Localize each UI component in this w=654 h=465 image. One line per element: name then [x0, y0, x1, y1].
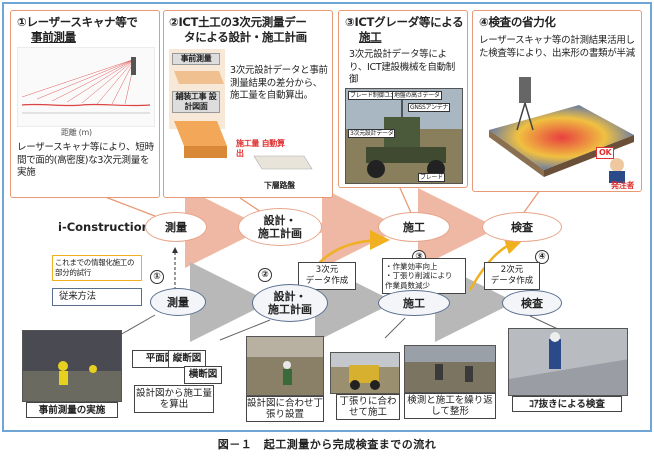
layer-shapes — [174, 71, 227, 158]
tag-survey: 事前測量 — [172, 53, 220, 65]
top-oval-construction: 施工 — [378, 212, 450, 242]
laser-scan-graph — [17, 47, 155, 127]
caption-drawings: 設計図から施工量を算出 — [134, 385, 214, 413]
bottom-oval-construction: 施工 — [378, 290, 450, 316]
callout-1-title-line1: レーザースキャナ等で — [26, 15, 138, 29]
bottom-oval-survey: 測量 — [150, 288, 206, 316]
callout-design: ②ICT土工の3次元測量デー タによる設計・施工計画 事前測量 鋪装工事 設計図… — [163, 10, 333, 198]
callout-3-text: 3次元設計データ等により、ICT建設機械を自動制御 — [349, 49, 455, 85]
client-label: 発注者 — [611, 181, 635, 190]
callout-1-text: レーザースキャナ等により、短時間で面的(高密度)な3次元測量を実施 — [17, 142, 154, 178]
tag-blade: ブレード — [418, 173, 445, 182]
graph-x-label: 距離 (m) — [61, 128, 92, 137]
caption-survey: 事前測量の実施 — [26, 402, 118, 418]
circled-number-4: ④ — [535, 250, 549, 264]
callout-3-number: ③ — [345, 15, 355, 29]
photo-survey — [22, 330, 122, 402]
note-2d-data: 2次元 データ作成 — [484, 262, 540, 290]
heatmap-illustration — [489, 77, 634, 183]
bottom-oval-design: 設計・ 施工計画 — [252, 284, 328, 322]
tag-design-drawing: 鋪装工事 設計図面 — [172, 91, 220, 113]
callout-1-number: ① — [17, 15, 27, 29]
tag-3d-data: 3次元設計データ — [348, 129, 396, 138]
lower-layer-label: 下層路盤 — [264, 181, 295, 190]
photo-construct — [330, 352, 400, 394]
legend-partial-trial: これまでの情報化施工の部分的試行 — [52, 255, 142, 281]
note-effect: ・作業効率向上 ・丁張り削減により 作業員数減少 — [382, 258, 466, 294]
callout-survey: ①レーザースキャナ等で 事前測量 距離 (m) レーザースキャナ等により、短時間… — [10, 10, 160, 198]
callout-4-number: ④ — [479, 15, 489, 29]
calc-label: 施工量 自動算出 — [236, 139, 285, 158]
callout-2-title-line2: タによる設計・施工計画 — [184, 30, 307, 44]
i-construction-label: i-Construction — [58, 220, 150, 234]
callout-4-title-line1: 検査の省力化 — [488, 15, 556, 29]
caption-construct: 丁張りに合わせて施工 — [336, 394, 400, 420]
lower-layer-shape — [253, 155, 313, 170]
caption-inspect-repeat: 検測と施工を繰り返して整形 — [404, 393, 496, 419]
caption-staking: 設計図に合わせ丁張り設置 — [246, 396, 324, 422]
tag-gnss: GNSSアンテナ — [408, 103, 451, 112]
callout-3-title-line1: ICTグレーダ等による — [354, 15, 464, 29]
top-oval-inspection: 検査 — [482, 212, 562, 242]
caption-core: ｺｱ抜きによる検査 — [512, 396, 622, 412]
callout-2-number: ② — [169, 15, 179, 29]
figure-caption: 図－１ 起工測量から完成検査までの流れ — [217, 438, 437, 451]
legend-conventional: 従来方法 — [52, 288, 142, 306]
top-oval-design: 設計・ 施工計画 — [238, 208, 322, 246]
tag-ground-data: 地盤の高さデータ — [392, 91, 442, 100]
callout-inspection: ④検査の省力化 レーザースキャナ等の計測結果活用した検査等により、出来形の書類が… — [472, 10, 642, 192]
photo-inspect-repeat — [404, 345, 496, 393]
grader-photo: ブレード制御ユニット 地盤の高さデータ GNSSアンテナ 3次元設計データ ブレ… — [345, 88, 463, 184]
callout-2-title-line1: ICT土工の3次元測量デー — [178, 15, 307, 29]
photo-core — [508, 328, 628, 396]
callout-1-title-line2: 事前測量 — [31, 30, 76, 44]
ok-label: OK — [596, 147, 615, 159]
callout-3-title-line2: 施工 — [359, 30, 382, 44]
top-oval-survey: 測量 — [145, 212, 207, 242]
photo-staking — [246, 336, 324, 396]
circled-number-1: ① — [150, 270, 164, 284]
callout-4-text: レーザースキャナ等の計測結果活用した検査等により、出来形の書類が半減 — [479, 35, 635, 59]
callout-construction: ③ICTグレーダ等による 施工 3次元設計データ等により、ICT建設機械を自動制… — [338, 10, 468, 188]
callout-2-text: 3次元設計データと事前測量結果の差分から、施工量を自動算出。 — [230, 65, 328, 101]
drawing-cross: 横断図 — [184, 366, 222, 384]
circled-number-2: ② — [258, 268, 272, 282]
bottom-oval-inspection: 検査 — [502, 290, 562, 316]
